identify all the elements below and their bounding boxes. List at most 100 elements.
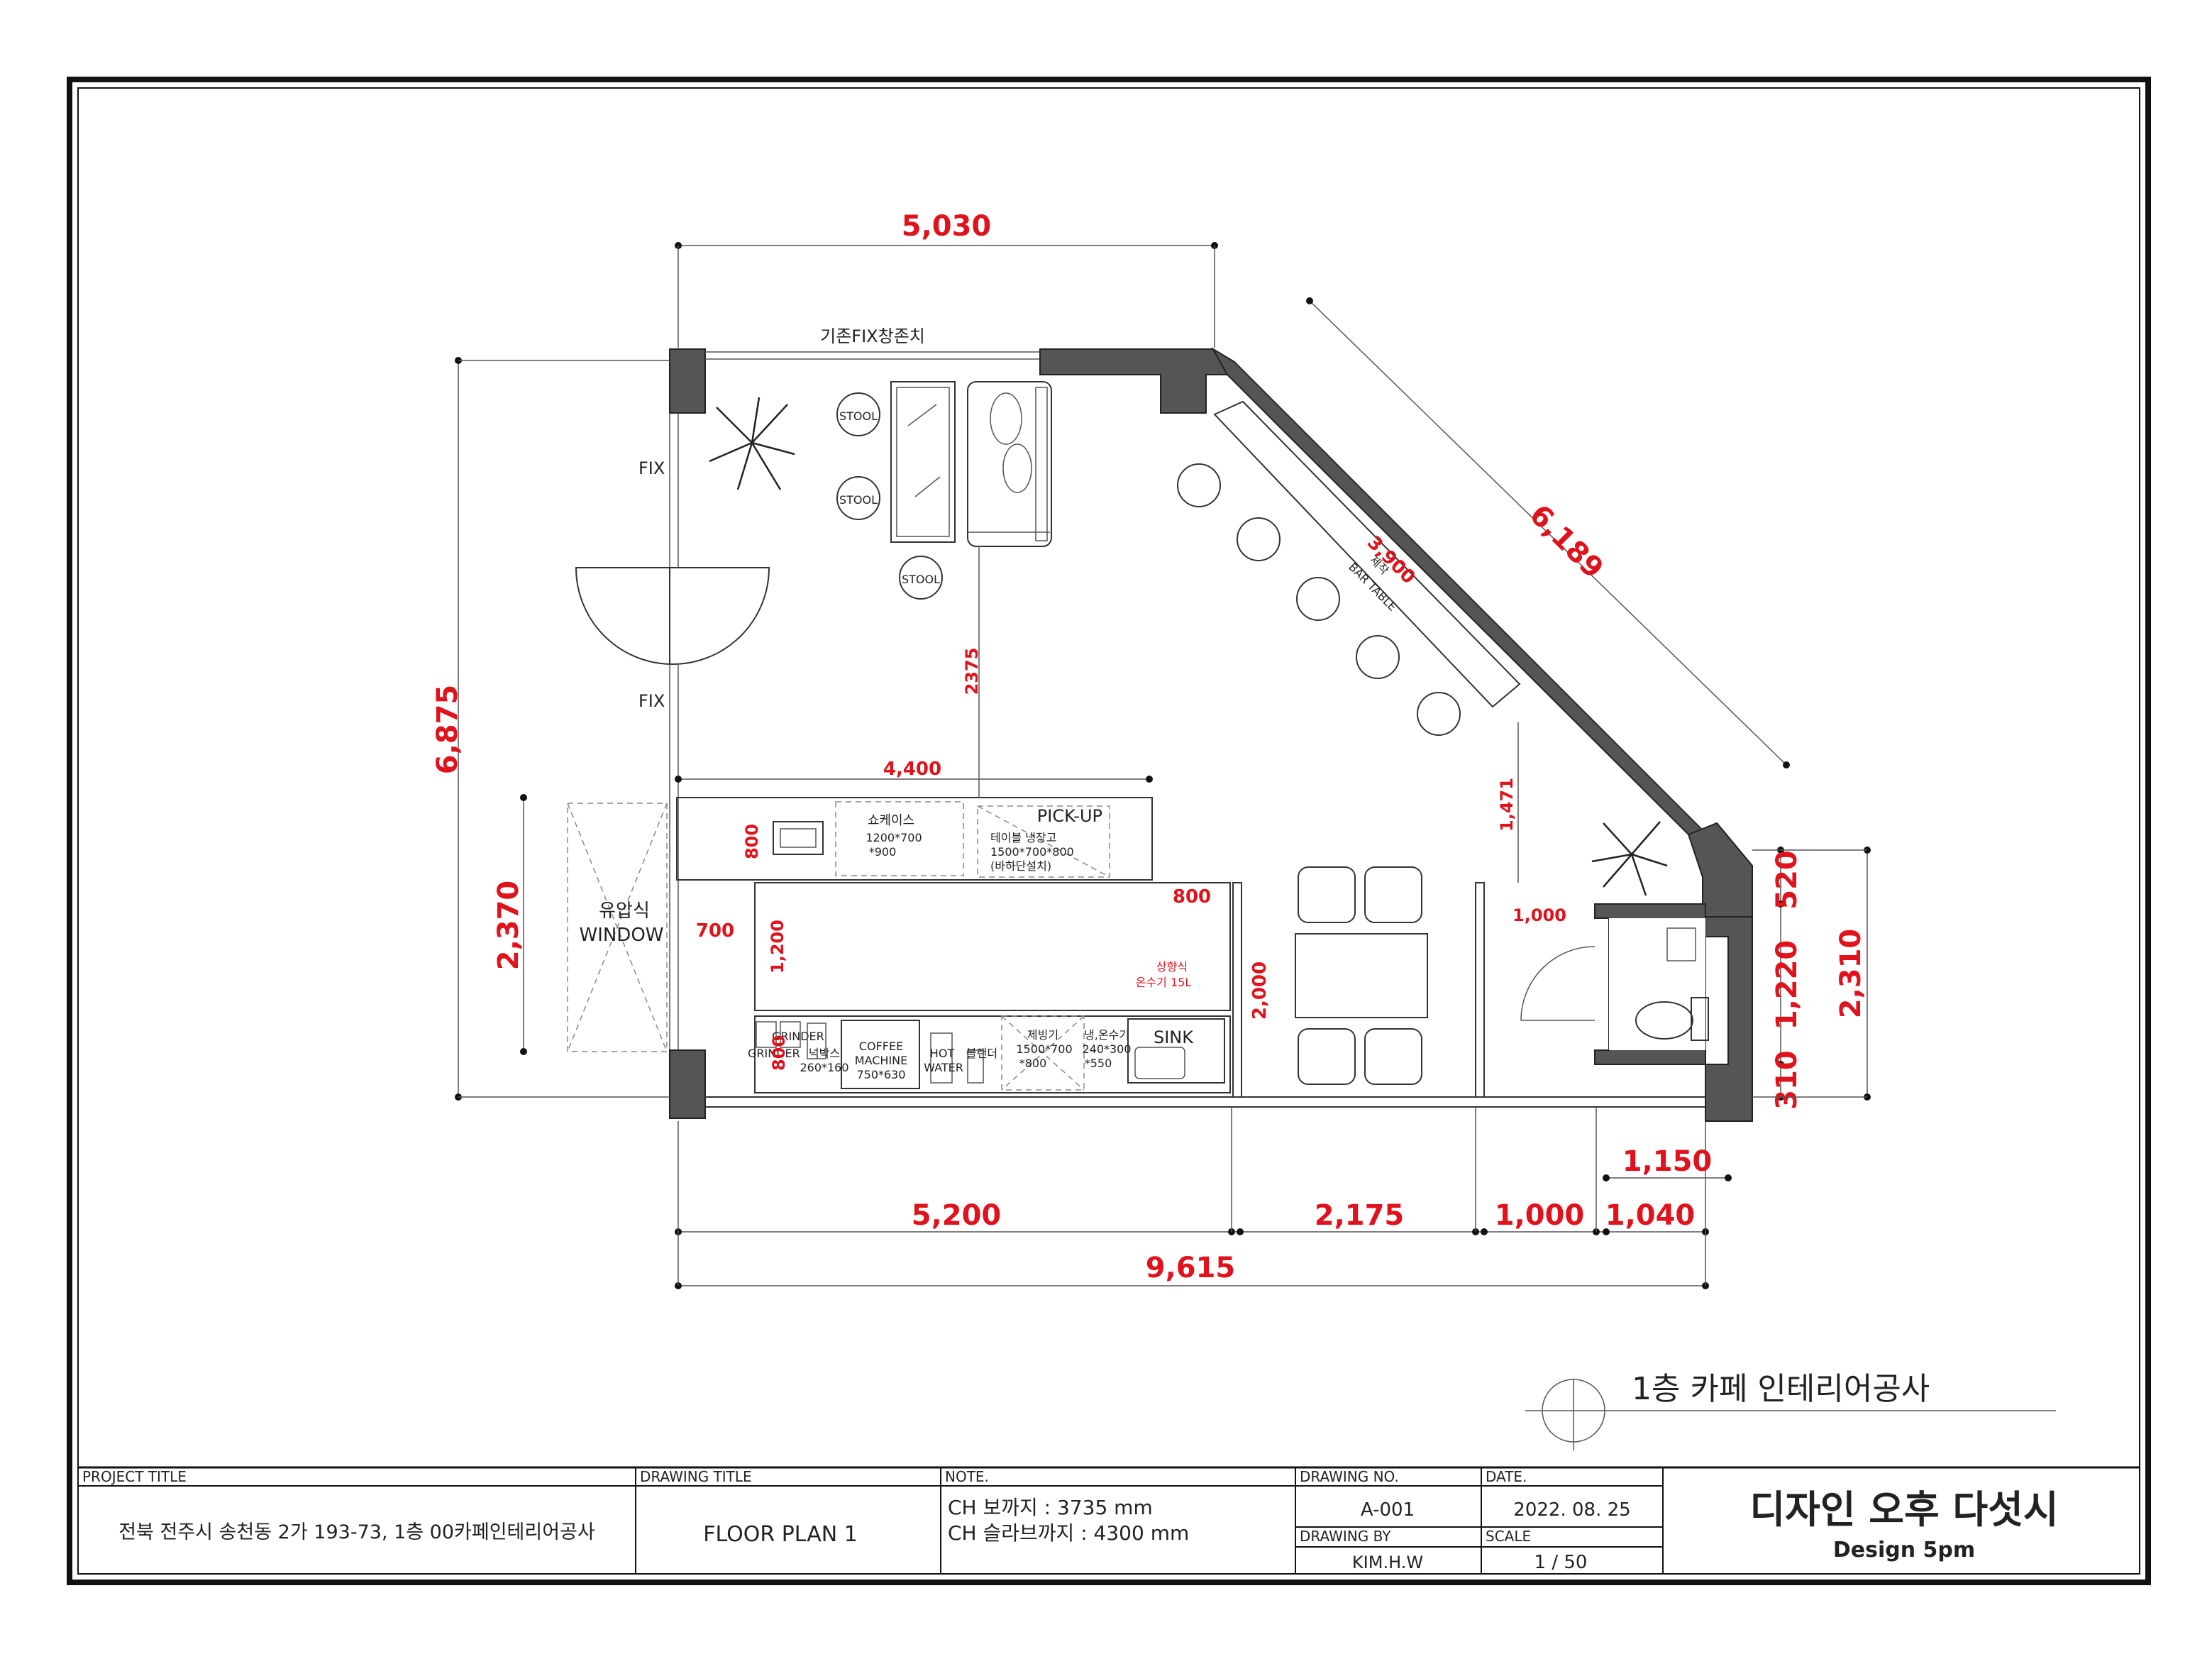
label-purifier-3: *550	[1085, 1057, 1112, 1070]
dim-counter-length: 1,200	[768, 920, 787, 974]
low-table[interactable]	[890, 381, 956, 543]
sink[interactable]	[1127, 1018, 1225, 1084]
dim-r310: 310	[1771, 1050, 1803, 1110]
label-coffee-1: COFFEE	[859, 1040, 903, 1053]
label-coffee-2: MACHINE	[855, 1054, 907, 1067]
label-hydraulic-window-2: WINDOW	[579, 925, 663, 946]
note-line-1: CH 보까지 : 3735 mm	[948, 1496, 1153, 1519]
bar-stool-icon[interactable]	[1296, 577, 1340, 621]
label-hot-water-2: WATER	[924, 1061, 963, 1074]
front-counter[interactable]	[676, 797, 1153, 881]
label-showcase-2: 1200*700	[866, 831, 922, 844]
drawing-title-label: DRAWING TITLE	[640, 1468, 752, 1485]
dim-b1040: 1,040	[1605, 1199, 1696, 1232]
dim-b5200: 5,200	[912, 1199, 1002, 1232]
bottom-wall	[705, 916, 1753, 1122]
label-grinder-1: GRINDER	[748, 1047, 800, 1060]
toilet-icon	[1635, 1001, 1693, 1040]
ice-maker[interactable]	[1001, 1015, 1085, 1091]
company-logo-korean: 디자인 오후 다섯시	[1749, 1487, 2058, 1532]
label-grinder-2: GRINDER	[772, 1030, 824, 1043]
stool-icon[interactable]	[836, 476, 880, 520]
label-pickup: PICK-UP	[1037, 806, 1102, 826]
dim-showcase-depth: 800	[742, 824, 762, 859]
label-ice-maker-2: 1500*700	[1016, 1042, 1072, 1056]
diagonal-wall	[1211, 347, 1753, 917]
cushion-icon	[1002, 443, 1032, 493]
sheet-title: 1층 카페 인테리어공사	[1525, 1371, 2056, 1450]
bar-table-top[interactable]	[1213, 400, 1521, 708]
restroom-door[interactable]	[1520, 946, 1596, 1021]
stool-icon[interactable]	[836, 392, 880, 436]
showcase[interactable]	[835, 801, 964, 876]
showcase-counter: 쇼케이스 1200*700 *900 PICK-UP 테이블 냉장고 1500*…	[676, 797, 1153, 881]
label-purifier-1: 냉,온수기	[1084, 1028, 1129, 1042]
label-ice-maker-3: *800	[1019, 1057, 1047, 1070]
drawing-by: KIM.H.W	[1352, 1553, 1423, 1572]
sofa[interactable]	[967, 381, 1052, 547]
grinder-icon	[756, 1021, 777, 1048]
project-title: 전북 전주시 송천동 2가 193-73, 1층 00카페인테리어공사	[118, 1521, 595, 1543]
scale-label: SCALE	[1486, 1528, 1531, 1545]
bar-stool-icon[interactable]	[1356, 635, 1400, 679]
back-counter-top[interactable]	[754, 1015, 1231, 1093]
stool-icon[interactable]	[899, 556, 943, 600]
dim-r1220: 1,220	[1771, 940, 1803, 1030]
dim-top-width: 5,030	[902, 210, 992, 243]
dining-area	[1232, 866, 1485, 1098]
chair-icon[interactable]	[1298, 1028, 1356, 1085]
cushion-icon	[990, 392, 1022, 445]
drawing-sheet-title: 1층 카페 인테리어공사	[1632, 1371, 1930, 1407]
drawing-no-label: DRAWING NO.	[1300, 1468, 1399, 1485]
chair-icon[interactable]	[1364, 866, 1422, 923]
dim-left-height: 6,875	[431, 685, 464, 775]
work-counter: 상향식 온수기 15L	[754, 882, 1231, 1011]
top-wall: 기존FIX창존치	[669, 326, 1229, 414]
restroom	[1520, 903, 1709, 1065]
chair-icon[interactable]	[1298, 866, 1356, 923]
stool-group: STOOL STOOL STOOL	[836, 392, 943, 600]
drawing-by-label: DRAWING BY	[1300, 1528, 1391, 1545]
bar-stool-icon[interactable]	[1237, 517, 1281, 561]
entrance-door[interactable]	[575, 567, 770, 665]
bar-stool-icon[interactable]	[1177, 463, 1221, 507]
label-hot-water-1: HOT	[930, 1047, 955, 1060]
dim-b2175: 2,175	[1315, 1199, 1405, 1232]
coffee-machine[interactable]	[841, 1020, 920, 1089]
partition-wall	[1232, 882, 1242, 1098]
bar-table: 3,900 제작 BAR TABLE	[1177, 400, 1521, 736]
column-top-left	[669, 348, 706, 414]
label-hydraulic-window-1: 유압식	[599, 900, 650, 922]
dim-v1000: 1,000	[1513, 905, 1566, 925]
dining-table[interactable]	[1295, 933, 1428, 1018]
chair-icon[interactable]	[1364, 1028, 1422, 1085]
label-coffee-3: 750*630	[856, 1068, 905, 1081]
dim-r520: 520	[1771, 850, 1803, 910]
blender-icon	[967, 1049, 984, 1084]
work-counter-top[interactable]	[754, 882, 1231, 1011]
dim-r2310: 2,310	[1835, 929, 1867, 1019]
diagonal-wall-segment	[1211, 347, 1704, 836]
label-blender: 블랜더	[966, 1047, 997, 1060]
label-fridge-3: (바하단설치)	[990, 859, 1051, 873]
table-fridge[interactable]	[977, 805, 1110, 878]
dim-counter-width: 4,400	[883, 759, 941, 780]
label-ice-maker-1: 제빙기	[1027, 1028, 1058, 1042]
label-knock-box-1: 넉박스	[809, 1047, 840, 1060]
dim-b1150: 1,150	[1622, 1145, 1713, 1178]
dim-counter-gap: 800	[1173, 886, 1211, 908]
label-sink: SINK	[1154, 1027, 1194, 1047]
right-wall	[1705, 916, 1753, 1122]
drawing-no: A-001	[1361, 1499, 1415, 1521]
label-fridge-2: 1500*700*800	[990, 845, 1074, 859]
washbasin-icon	[1666, 927, 1696, 961]
hydraulic-window[interactable]	[567, 803, 668, 1052]
floor-plan: 기존FIX창존치 FIX FIX 유압식 WINDOW	[567, 326, 1753, 1122]
label-fix-top: FIX	[638, 458, 665, 478]
dim-partition: 2,000	[1249, 961, 1271, 1020]
bar-stool-icon[interactable]	[1417, 692, 1461, 736]
sink-basin	[1134, 1047, 1185, 1079]
label-fix-bottom: FIX	[638, 691, 665, 711]
label-showcase-1: 쇼케이스	[868, 813, 914, 828]
